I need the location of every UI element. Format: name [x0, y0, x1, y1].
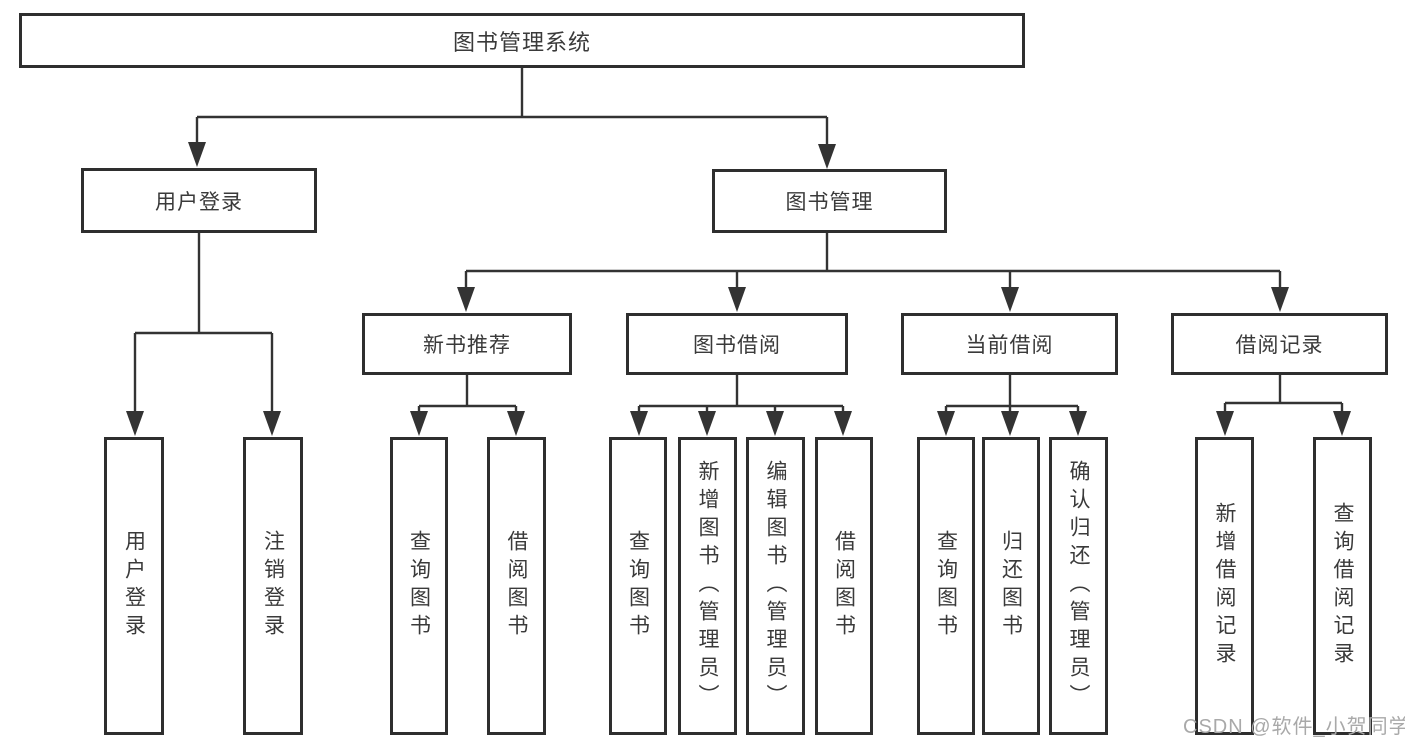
leaf-user-login-label: 用户登录: [122, 530, 146, 642]
leaf-cb-return-book-label: 归还图书: [999, 530, 1023, 642]
node-book-borrow: 图书借阅: [626, 313, 848, 375]
leaf-bb-edit-book-admin: 编辑图书（管理员）: [746, 437, 805, 735]
leaf-bb-query-book: 查询图书: [609, 437, 667, 735]
csdn-watermark: CSDN @软件_小贺同学: [1183, 716, 1405, 738]
node-user-login: 用户登录: [81, 168, 317, 233]
leaf-rec-query-book: 查询图书: [390, 437, 448, 735]
leaf-cb-query-book: 查询图书: [917, 437, 975, 735]
leaf-logout-label: 注销登录: [261, 530, 285, 642]
leaf-br-add-record: 新增借阅记录: [1195, 437, 1254, 735]
node-new-book-recommend: 新书推荐: [362, 313, 572, 375]
leaf-bb-add-book-admin: 新增图书（管理员）: [678, 437, 737, 735]
leaf-cb-confirm-return-admin: 确认归还（管理员）: [1049, 437, 1108, 735]
leaf-br-query-record-label: 查询借阅记录: [1331, 502, 1354, 670]
leaf-cb-return-book: 归还图书: [982, 437, 1040, 735]
leaf-rec-query-book-label: 查询图书: [407, 530, 431, 642]
node-current-borrow: 当前借阅: [901, 313, 1118, 375]
leaf-logout: 注销登录: [243, 437, 303, 735]
leaf-rec-borrow-book-label: 借阅图书: [505, 530, 528, 642]
leaf-bb-query-book-label: 查询图书: [626, 530, 650, 642]
node-book-management: 图书管理: [712, 169, 947, 233]
leaf-user-login: 用户登录: [104, 437, 164, 735]
leaf-bb-edit-book-admin-label: 编辑图书（管理员）: [764, 460, 787, 712]
leaf-rec-borrow-book: 借阅图书: [487, 437, 546, 735]
node-root-system: 图书管理系统: [19, 13, 1025, 68]
node-borrow-records: 借阅记录: [1171, 313, 1388, 375]
leaf-bb-borrow-book: 借阅图书: [815, 437, 873, 735]
leaf-bb-borrow-book-label: 借阅图书: [832, 530, 856, 642]
leaf-br-add-record-label: 新增借阅记录: [1213, 502, 1236, 670]
leaf-br-query-record: 查询借阅记录: [1313, 437, 1372, 735]
leaf-cb-query-book-label: 查询图书: [934, 530, 958, 642]
leaf-bb-add-book-admin-label: 新增图书（管理员）: [696, 460, 719, 712]
leaf-cb-confirm-return-admin-label: 确认归还（管理员）: [1067, 460, 1090, 712]
